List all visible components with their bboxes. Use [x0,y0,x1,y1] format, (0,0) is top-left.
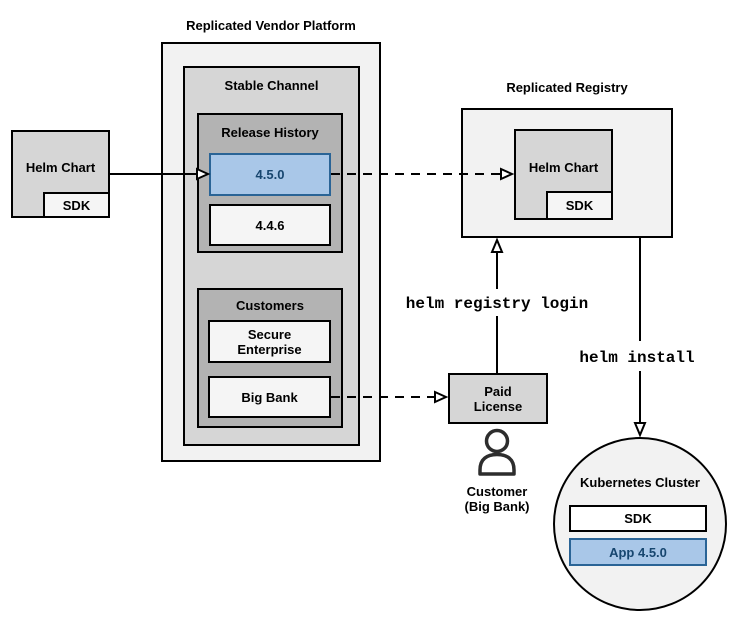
cluster-app-box: App 4.5.0 [569,538,707,566]
vendor-platform-title: Replicated Vendor Platform [186,18,356,33]
source-sdk-box: SDK [43,192,110,218]
registry-title: Replicated Registry [506,80,628,95]
customer-secure-enterprise-label: Secure Enterprise [237,326,302,357]
paid-license-box: Paid License [448,373,548,424]
registry-sdk-box: SDK [546,191,613,220]
customer-person-icon [478,428,516,476]
cluster-sdk-box: SDK [569,505,707,532]
customer-actor-label: Customer (Big Bank) [464,484,530,514]
release-450-label: 4.5.0 [255,167,285,182]
helm-install-label: helm install [579,349,695,367]
source-helm-chart-label: Helm Chart [25,159,96,175]
paid-license-label: Paid License [473,383,523,414]
customer-secure-enterprise-box: Secure Enterprise [208,320,331,363]
release-446-box: 4.4.6 [209,204,331,246]
cluster-app-label: App 4.5.0 [609,544,667,560]
registry-helm-chart-label: Helm Chart [528,160,599,175]
release-446-label: 4.4.6 [255,217,285,233]
kubernetes-cluster-title: Kubernetes Cluster [580,475,700,490]
customer-big-bank-label: Big Bank [241,389,298,405]
stable-channel-title: Stable Channel [224,78,319,93]
arrow-registry-to-cluster [633,238,647,438]
customers-title: Customers [236,298,304,313]
cluster-sdk-label: SDK [624,511,652,526]
helm-registry-login-label: helm registry login [405,295,589,313]
registry-sdk-label: SDK [565,198,594,213]
release-450-box: 4.5.0 [209,153,331,196]
release-history-title: Release History [221,125,319,140]
source-sdk-label: SDK [62,197,91,213]
customer-big-bank-box: Big Bank [208,376,331,418]
